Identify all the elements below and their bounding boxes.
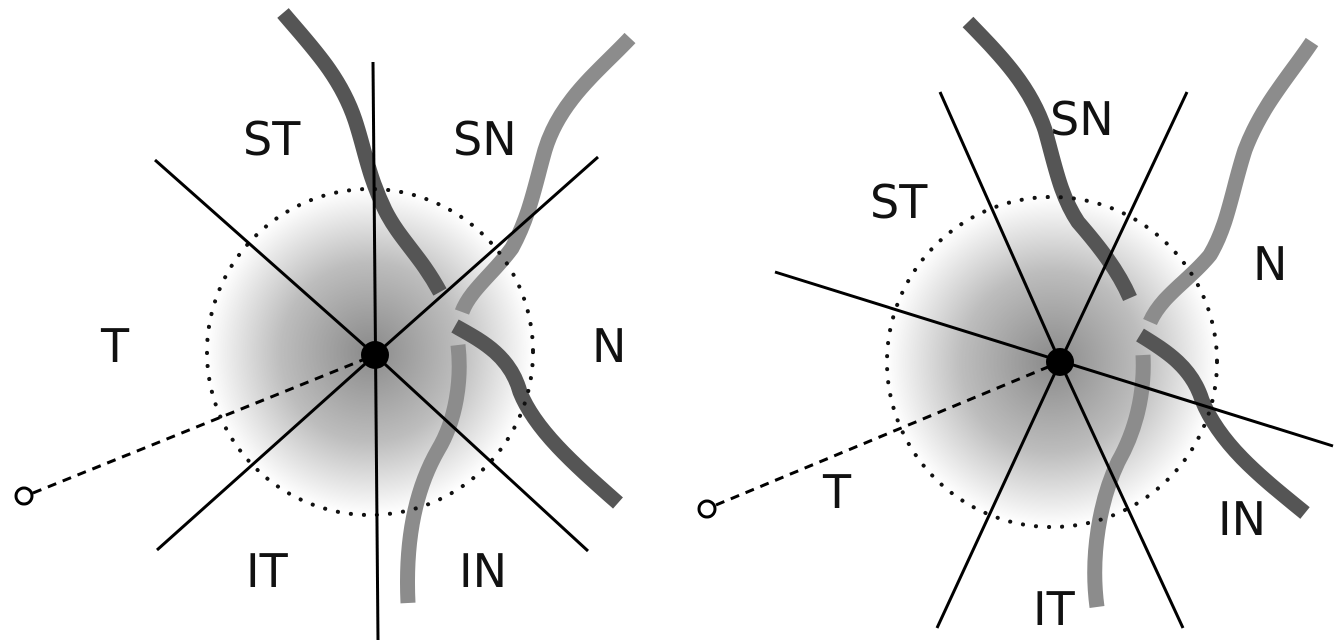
label-t: T	[100, 319, 130, 373]
left-panel: ST SN T N IT IN	[16, 13, 630, 640]
label-st: ST	[243, 112, 301, 166]
fovea-marker	[16, 488, 32, 504]
label-sn: SN	[1050, 92, 1114, 146]
fovea-marker	[699, 501, 715, 517]
label-n: N	[592, 319, 626, 373]
label-it: IT	[1033, 582, 1076, 636]
label-sn: SN	[453, 112, 517, 166]
label-st: ST	[870, 175, 928, 229]
label-n: N	[1253, 237, 1287, 291]
disc-center-dot	[1046, 348, 1074, 376]
vessel-light-superior	[462, 38, 630, 312]
label-it: IT	[246, 544, 289, 598]
label-in: IN	[1218, 492, 1266, 546]
label-t: T	[822, 465, 852, 519]
disc-center-dot	[361, 341, 389, 369]
label-in: IN	[459, 544, 507, 598]
right-panel: ST SN T N IT IN	[699, 22, 1333, 636]
